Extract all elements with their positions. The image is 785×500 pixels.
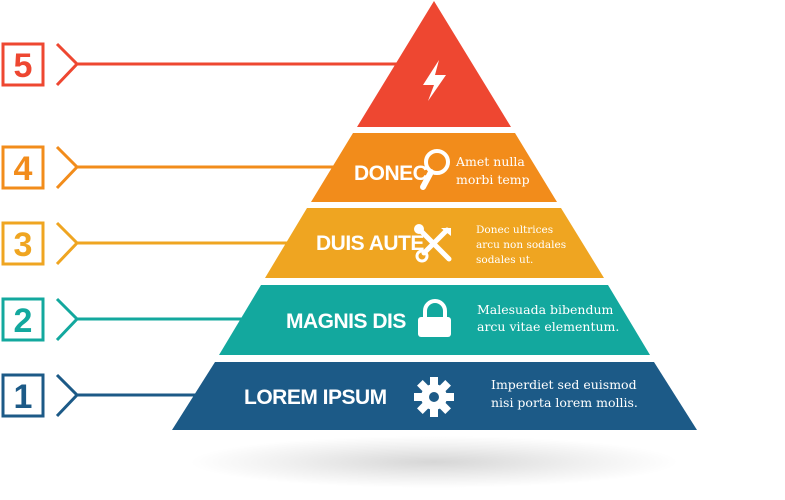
tier-4-desc: Amet nulla morbi temp [455,154,530,187]
tier-3-desc: Donec ultrices arcu non sodales sodales … [476,224,569,266]
tier-4-desc-line-2: morbi temp [456,172,530,187]
chevron-5 [55,42,80,87]
chevron-2 [55,297,80,342]
pyramid-tier-1: LOREM IPSUM Imperdiet sed euismod nisi p… [172,362,697,430]
connector-5: 5 [1,42,420,87]
connector-3: 3 [1,221,300,266]
pyramid-tier-2: MAGNIS DIS Malesuada bibendum arcu vitae… [219,285,650,355]
connector-4: 4 [1,145,345,190]
gear-icon [414,377,454,417]
chevron-4 [55,145,80,190]
tier-4-title: DONEC [354,162,428,185]
level-number-4: 4 [14,150,33,188]
pyramid-shadow [189,436,679,488]
tier-1-desc-line-1: Imperdiet sed euismod [491,377,637,392]
tier-1-desc-line-2: nisi porta lorem mollis. [491,395,638,410]
tier-4-shape [311,133,557,202]
tier-1-desc: Imperdiet sed euismod nisi porta lorem m… [491,377,641,410]
tier-3-desc-line-1: Donec ultrices [476,224,553,236]
tier-5-shape [357,1,511,127]
level-number-3: 3 [14,226,33,264]
pyramid-tier-5 [357,1,511,127]
tier-2-desc-line-2: arcu vitae elementum. [477,319,619,334]
tier-3-desc-line-2: arcu non sodales [476,239,566,251]
chevron-3 [55,221,80,266]
magnifier-icon [420,149,450,190]
level-number-5: 5 [14,47,33,85]
tier-2-title: MAGNIS DIS [286,310,406,333]
chevron-1 [55,373,80,418]
tier-2-desc: Malesuada bibendum arcu vitae elementum. [477,302,619,334]
tier-3-desc-line-3: sodales ut. [476,254,533,266]
level-number-2: 2 [14,302,33,340]
number-box-3 [1,221,45,266]
tier-4-desc-line-1: Amet nulla [455,154,525,169]
number-box-2 [1,297,45,342]
number-box-1 [1,373,45,418]
tier-2-desc-line-1: Malesuada bibendum [477,302,613,317]
number-box-4 [1,145,45,190]
level-number-1: 1 [14,378,33,416]
tools-icon [414,224,452,263]
pyramid-tier-3: DUIS AUTE Donec ultrices arcu non sodale… [265,208,604,278]
connector-1: 1 [1,373,200,418]
tier-1-title: LOREM IPSUM [244,386,387,409]
connector-2: 2 [1,297,250,342]
number-box-5 [1,42,45,87]
tier-3-title: DUIS AUTE [316,232,424,255]
lightning-icon [423,60,446,101]
lock-icon [418,299,451,337]
pyramid-tier-4: DONEC Amet nulla morbi temp [311,133,557,202]
